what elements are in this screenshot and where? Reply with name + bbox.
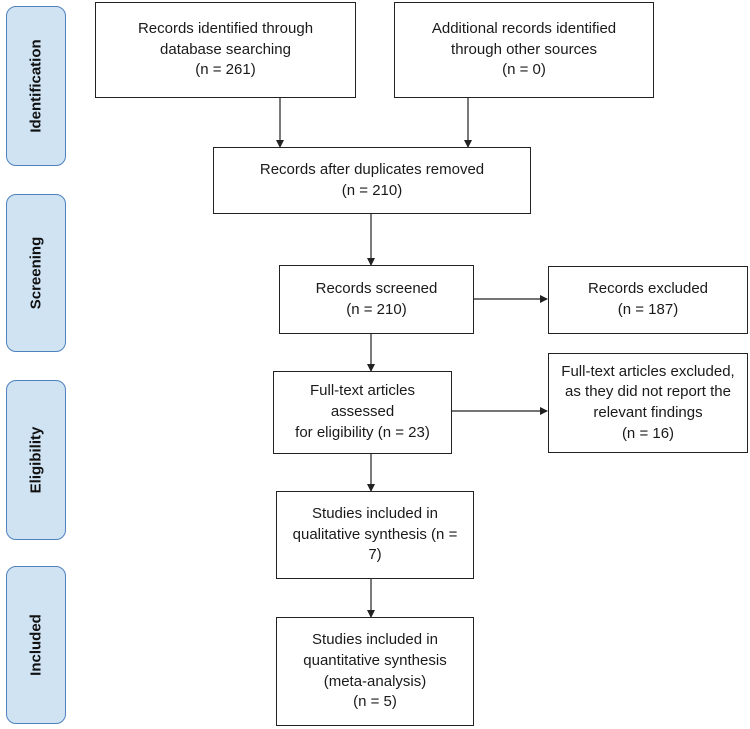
box-database-search-text: Records identified through database sear…: [137, 19, 314, 79]
phase-eligibility: Eligibility: [6, 380, 66, 540]
box-fulltext-assessed: Full-text articles assessed for eligibil…: [273, 371, 452, 454]
box-records-excluded-text: Records excluded (n = 187): [587, 280, 709, 318]
box-fulltext-excluded-text: Full-text articles excluded, as they did…: [561, 362, 735, 442]
box-other-sources-text: Additional records identified through ot…: [431, 19, 617, 79]
box-after-duplicates: Records after duplicates removed (n = 21…: [213, 147, 531, 214]
box-quantitative-synthesis: Studies included in quantitative synthes…: [276, 617, 474, 726]
box-qualitative-synthesis-text: Studies included in qualitative synthesi…: [292, 504, 458, 564]
box-records-screened-text: Records screened (n = 210): [315, 279, 438, 318]
box-database-search: Records identified through database sear…: [95, 2, 356, 98]
phase-screening: Screening: [6, 194, 66, 352]
phase-included: Included: [6, 566, 66, 724]
box-fulltext-assessed-text: Full-text articles assessed for eligibil…: [295, 382, 430, 441]
box-fulltext-excluded: Full-text articles excluded, as they did…: [548, 353, 748, 453]
box-records-excluded: Records excluded (n = 187): [548, 266, 748, 334]
box-after-duplicates-text: Records after duplicates removed (n = 21…: [259, 160, 485, 199]
box-other-sources: Additional records identified through ot…: [394, 2, 654, 98]
box-qualitative-synthesis: Studies included in qualitative synthesi…: [276, 491, 474, 579]
box-records-screened: Records screened (n = 210): [279, 265, 474, 334]
phase-identification: Identification: [6, 6, 66, 166]
box-quantitative-synthesis-text: Studies included in quantitative synthes…: [303, 631, 447, 711]
